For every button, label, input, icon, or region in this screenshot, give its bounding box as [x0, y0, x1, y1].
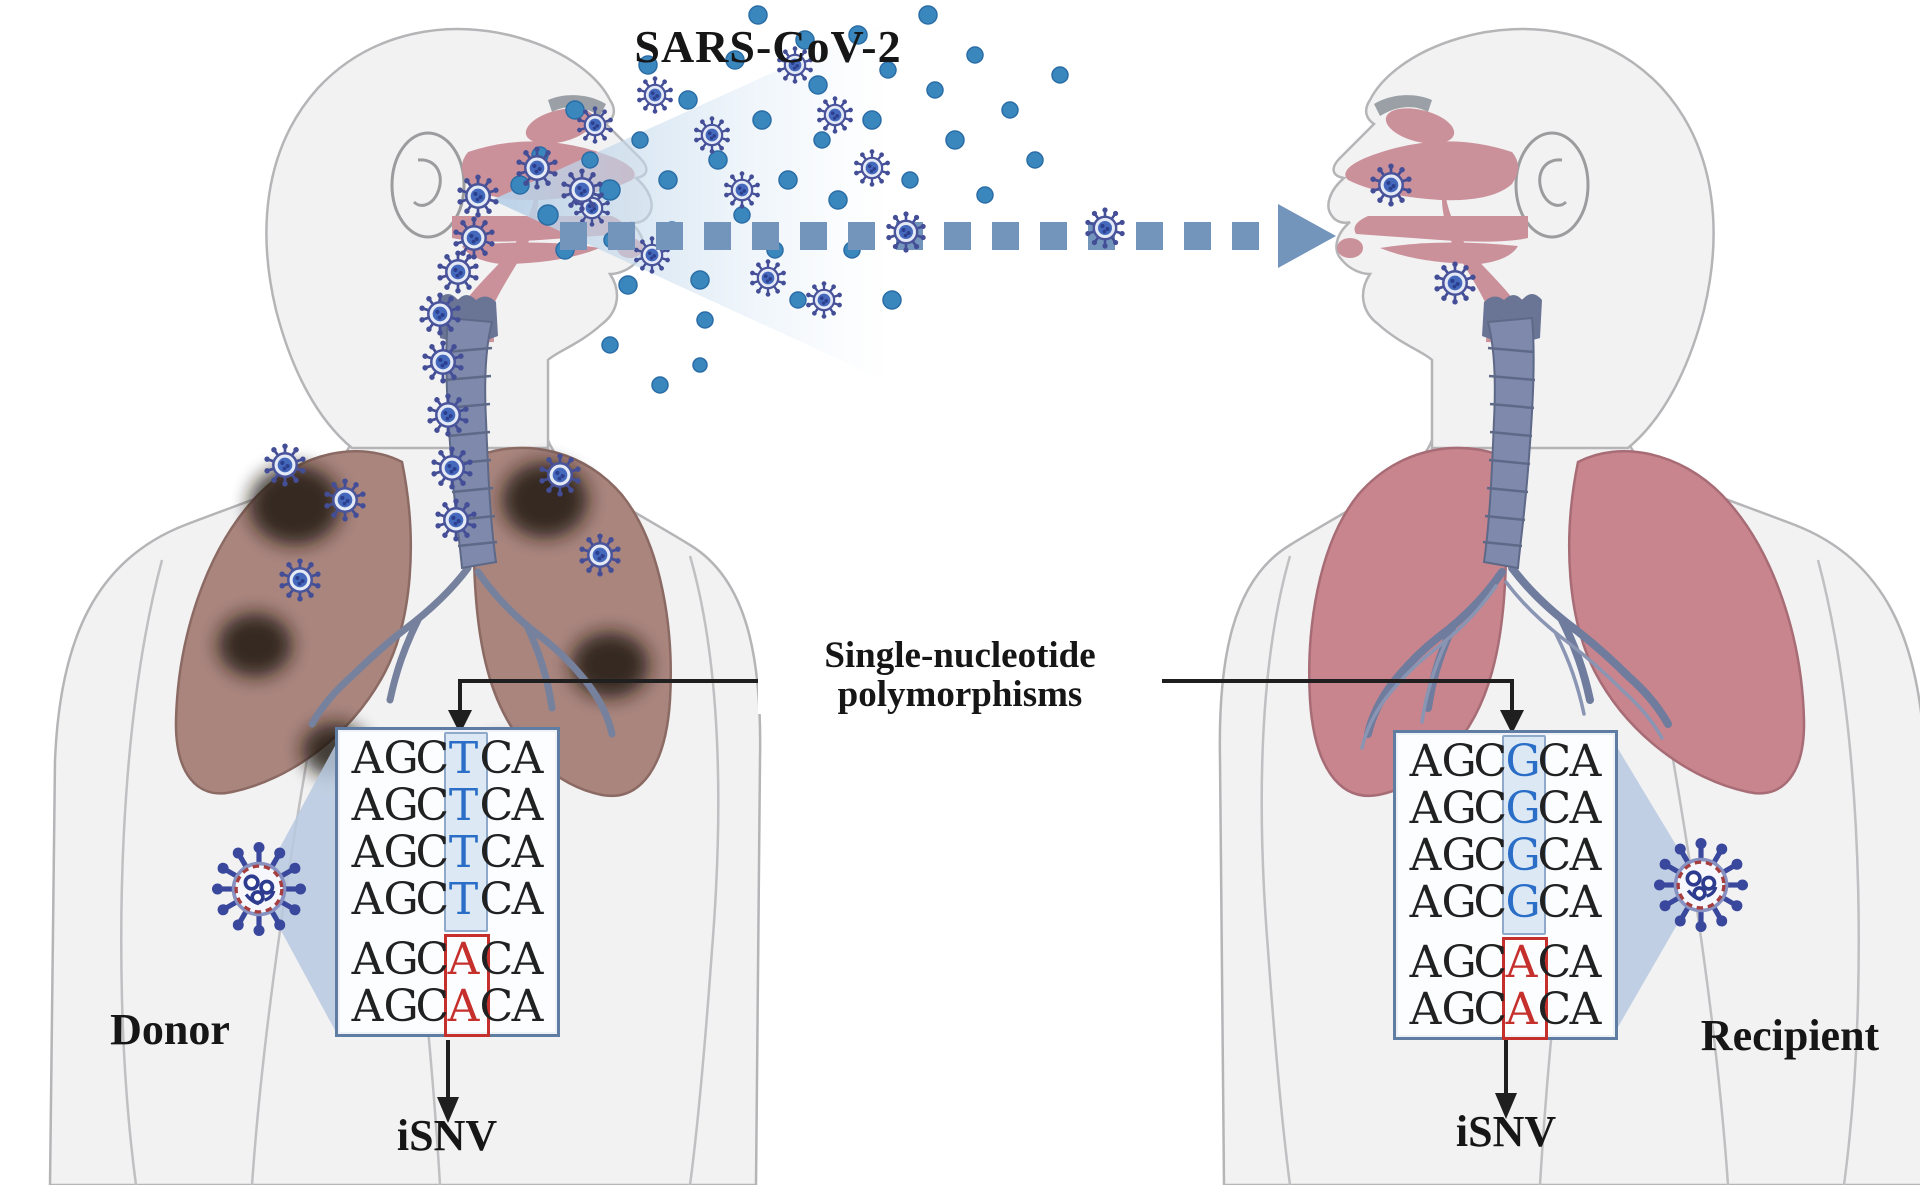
isnv-highlight-box [444, 934, 490, 1037]
sequence-row: A G C T C A [351, 827, 544, 878]
donor-figure [48, 27, 762, 1185]
sequence-row: A G C A C A [351, 981, 544, 1032]
sequence-row: A G C G C A [1409, 736, 1602, 787]
donor-sequence-box: A G C T C A A G C T C A A G C T C A A G … [335, 727, 560, 1037]
lung-damage-patches [218, 462, 649, 784]
sequence-row: A G C T C A [351, 733, 544, 784]
figure-title: SARS-CoV-2 [634, 21, 902, 72]
donor-label: Donor [110, 1005, 230, 1054]
sequence-row: A G C A C A [1409, 937, 1602, 988]
sequence-row: A G C T C A [351, 780, 544, 831]
isnv-label-recipient: iSNV [1455, 1107, 1557, 1156]
snp-heading-line1: Single-nucleotide [824, 635, 1096, 676]
aerosol-cone [492, 22, 884, 380]
snp-arrowheads [448, 710, 1524, 734]
sequence-row: A G C G C A [1409, 877, 1602, 928]
sequence-row: A G C G C A [1409, 830, 1602, 881]
snp-highlight-column [1502, 735, 1546, 935]
recipient-label: Recipient [1700, 1011, 1880, 1060]
recipient-sequence-rows: A G C G C A A G C G C A A G C G C A A G … [1396, 733, 1615, 1033]
sequence-row: A G C A C A [351, 934, 544, 985]
sequence-row: A G C A C A [1409, 984, 1602, 1035]
recipient-sequence-box: A G C G C A A G C G C A A G C G C A A G … [1393, 730, 1618, 1040]
donor-sequence-rows: A G C T C A A G C T C A A G C T C A A G … [338, 730, 557, 1030]
sequence-row: A G C G C A [1409, 783, 1602, 834]
snp-highlight-column [444, 732, 488, 932]
sequence-row: A G C T C A [351, 874, 544, 925]
snp-heading-line2: polymorphisms [837, 674, 1083, 715]
isnv-highlight-box [1502, 937, 1548, 1040]
snp-heading: Single-nucleotide polymorphisms [758, 636, 1162, 714]
isnv-label-donor: iSNV [396, 1111, 498, 1160]
